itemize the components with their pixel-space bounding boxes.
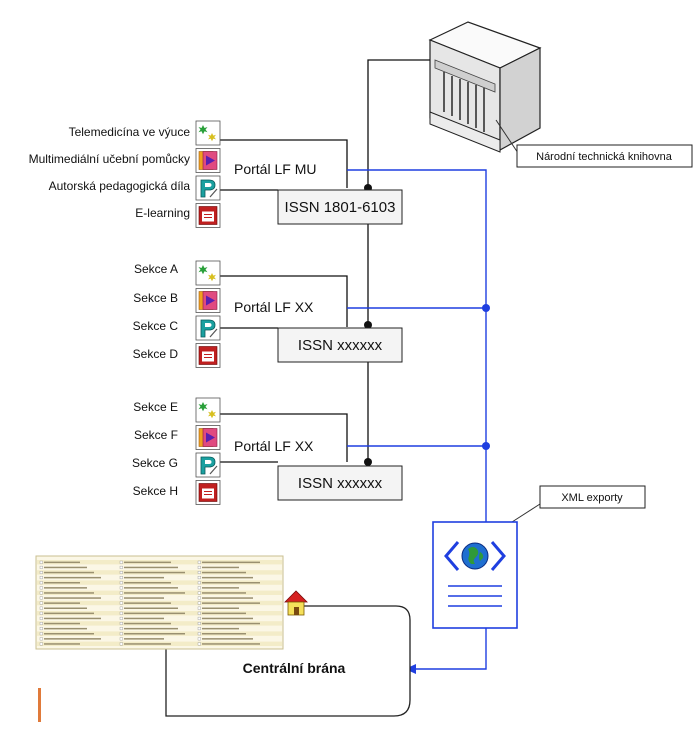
section-label: Sekce H: [133, 484, 178, 498]
black-junctions: [364, 184, 372, 466]
issn-label: ISSN xxxxxx: [298, 337, 383, 354]
portal-group-1: Telemedicína ve výuce Multimediální učeb…: [29, 125, 403, 225]
section-label: Sekce C: [133, 319, 179, 333]
pedagogy-p-icon: [195, 175, 221, 201]
library-callout: Národní technická knihovna: [495, 119, 693, 168]
section-label: E-learning: [135, 206, 190, 220]
issn-label: ISSN 1801-6103: [285, 199, 396, 216]
issn-box: [277, 327, 403, 363]
media-play-icon: [195, 288, 221, 313]
blue-connectors: [347, 169, 487, 670]
server-building-icon: [428, 21, 542, 153]
elearning-card-icon: [195, 343, 221, 368]
section-label: Autorská pedagogická díla: [49, 179, 191, 193]
portal-group-3: Sekce E Sekce F Sekce G Sekce H Portál L…: [132, 400, 403, 501]
portal-label: Portál LF XX: [234, 438, 314, 454]
section-label: Telemedicína ve výuce: [69, 125, 191, 139]
section-label: Sekce E: [133, 400, 178, 414]
black-connectors: [220, 59, 430, 463]
issn-box: [277, 189, 403, 225]
issn-label: ISSN xxxxxx: [298, 475, 383, 492]
section-label: Multimediální učební pomůcky: [29, 152, 190, 166]
library-label: Národní technická knihovna: [536, 151, 673, 163]
home-icon: [284, 590, 308, 616]
thumbnail-rows: [37, 560, 282, 646]
elearning-card-icon: [195, 203, 221, 228]
icon-columns: [195, 120, 221, 505]
section-label: Sekce D: [133, 347, 179, 361]
star-sparkle-icon: [195, 397, 221, 423]
gateway-label: Centrální brána: [243, 660, 346, 676]
issn-box: [277, 465, 403, 501]
portal-thumbnail: [35, 555, 284, 650]
star-sparkle-icon: [195, 120, 221, 146]
section-label: Sekce B: [133, 291, 178, 305]
section-label: Sekce F: [134, 428, 178, 442]
blue-junctions: [482, 304, 490, 450]
portal-label: Portál LF XX: [234, 299, 314, 315]
elearning-card-icon: [195, 480, 221, 505]
accent-mark: [38, 688, 41, 722]
xml-exports-label: XML exporty: [561, 492, 623, 504]
xml-callout: XML exporty: [511, 485, 646, 523]
star-sparkle-icon: [195, 260, 221, 286]
portal-group-2: Sekce A Sekce B Sekce C Sekce D Portál L…: [133, 262, 403, 363]
section-label: Sekce A: [134, 262, 178, 276]
media-play-icon: [195, 148, 221, 173]
portal-label: Portál LF MU: [234, 161, 316, 177]
pedagogy-p-icon: [195, 315, 221, 341]
section-label: Sekce G: [132, 456, 178, 470]
globe-document-icon: [432, 521, 518, 629]
media-play-icon: [195, 425, 221, 450]
pedagogy-p-icon: [195, 452, 221, 478]
